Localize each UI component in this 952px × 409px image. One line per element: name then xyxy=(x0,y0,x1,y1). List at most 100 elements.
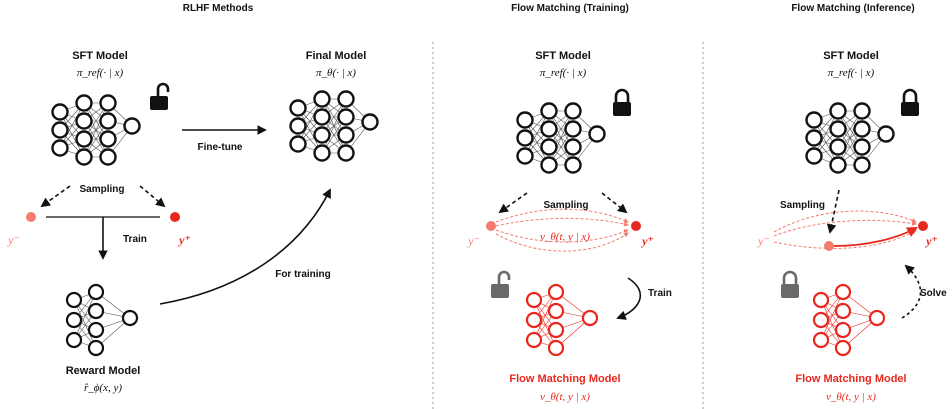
network-node xyxy=(547,321,565,339)
fm-infer-y-plus-label: y⁺ xyxy=(924,234,938,248)
network-node xyxy=(805,129,823,147)
network-node xyxy=(564,156,582,174)
network-node xyxy=(877,125,895,143)
network-node xyxy=(99,112,117,130)
network-node xyxy=(525,291,543,309)
lock-body xyxy=(901,102,919,116)
fm-infer-y-minus-label: y⁻ xyxy=(757,234,770,248)
network-node xyxy=(525,311,543,329)
network-node xyxy=(99,130,117,148)
lock-body xyxy=(150,96,168,110)
network-node xyxy=(853,102,871,120)
network-node xyxy=(75,94,93,112)
network-node xyxy=(75,148,93,166)
rlhf-final-formula: π_θ(· | x) xyxy=(316,67,356,79)
network-edge xyxy=(820,299,844,349)
network-node xyxy=(121,309,139,327)
fm-infer-sft-network xyxy=(805,102,895,174)
network-node xyxy=(588,125,606,143)
network-node xyxy=(123,117,141,135)
network-node xyxy=(547,283,565,301)
rlhf-sft-formula: π_ref(· | x) xyxy=(77,67,124,79)
fm-infer-sft-label: SFT Model xyxy=(823,50,879,62)
infer-flow-curve-3 xyxy=(773,229,917,249)
infer-solve-path xyxy=(833,226,918,247)
network-node xyxy=(564,102,582,120)
network-node xyxy=(87,321,105,339)
fm-train-sft-formula: π_ref(· | x) xyxy=(540,67,587,79)
fm-train-vfield-label: v_θ(t, y | x) xyxy=(540,231,590,243)
fm-train-train-arrow xyxy=(616,277,641,320)
sampling-arrow-right xyxy=(139,185,166,208)
network-node xyxy=(834,283,852,301)
network-node xyxy=(337,108,355,126)
network-node xyxy=(812,311,830,329)
network-node xyxy=(51,103,69,121)
flow-curve-2 xyxy=(495,217,629,227)
infer-flow-curve-2 xyxy=(773,219,917,237)
rlhf-sft-label: SFT Model xyxy=(72,50,128,62)
lock-shackle xyxy=(782,270,798,284)
fm-train-sampling-left xyxy=(498,192,528,214)
lock-shackle xyxy=(902,88,918,102)
network-edge xyxy=(73,291,97,341)
network-node xyxy=(313,90,331,108)
network-node xyxy=(289,99,307,117)
network-node xyxy=(65,311,83,329)
flow-curve-1 xyxy=(495,208,629,223)
network-edge xyxy=(533,299,557,349)
fm-infer-y-plus-point xyxy=(918,221,928,231)
network-node xyxy=(829,120,847,138)
network-node xyxy=(51,139,69,157)
network-node xyxy=(87,283,105,301)
network-node xyxy=(337,90,355,108)
rlhf-train-label: Train xyxy=(123,234,147,245)
fm-infer-fm-network xyxy=(812,283,886,357)
network-node xyxy=(540,156,558,174)
network-node xyxy=(547,339,565,357)
network-node xyxy=(853,120,871,138)
fm-train-y-minus-label: y⁻ xyxy=(467,234,480,248)
network-node xyxy=(51,121,69,139)
locked-lock-icon xyxy=(613,88,631,116)
for-training-arrow xyxy=(159,188,331,305)
fm-train-sft-network xyxy=(516,102,606,174)
fm-train-sft-label: SFT Model xyxy=(535,50,591,62)
network-node xyxy=(812,331,830,349)
rlhf-final-network xyxy=(289,90,379,162)
fm-infer-solve-label: Solve xyxy=(920,288,947,299)
fm-train-y-minus-point xyxy=(486,221,496,231)
network-node xyxy=(868,309,886,327)
fm-train-sampling-label: Sampling xyxy=(543,200,588,211)
fm-train-sampling-right xyxy=(601,192,628,214)
fm-infer-start-point xyxy=(824,241,834,251)
network-node xyxy=(834,321,852,339)
network-edge xyxy=(548,110,574,166)
fm-infer-title: Flow Matching (Inference) xyxy=(791,3,914,14)
fm-train-fm-formula: v_θ(t, y | x) xyxy=(540,391,590,403)
network-node xyxy=(805,147,823,165)
rlhf-y-plus-point xyxy=(170,212,180,222)
locked-lock-icon xyxy=(781,270,799,298)
sampling-arrow-left xyxy=(40,185,71,208)
network-node xyxy=(99,148,117,166)
rlhf-final-label: Final Model xyxy=(306,50,367,62)
network-node xyxy=(540,138,558,156)
network-node xyxy=(289,135,307,153)
network-node xyxy=(99,94,117,112)
network-edge xyxy=(73,299,97,349)
fm-train-fm-network xyxy=(525,283,599,357)
network-node xyxy=(289,117,307,135)
fm-infer-panel: Flow Matching (Inference) SFT Model π_re… xyxy=(757,3,947,403)
unlocked-lock-icon xyxy=(150,82,170,110)
fm-infer-fm-formula: v_θ(t, y | x) xyxy=(826,391,876,403)
rlhf-y-plus-label: y⁺ xyxy=(177,233,191,247)
lock-body xyxy=(613,102,631,116)
network-node xyxy=(834,302,852,320)
network-node xyxy=(87,302,105,320)
fm-infer-sft-formula: π_ref(· | x) xyxy=(828,67,875,79)
unlocked-lock-icon xyxy=(491,270,511,298)
network-node xyxy=(581,309,599,327)
network-edge xyxy=(820,291,844,341)
